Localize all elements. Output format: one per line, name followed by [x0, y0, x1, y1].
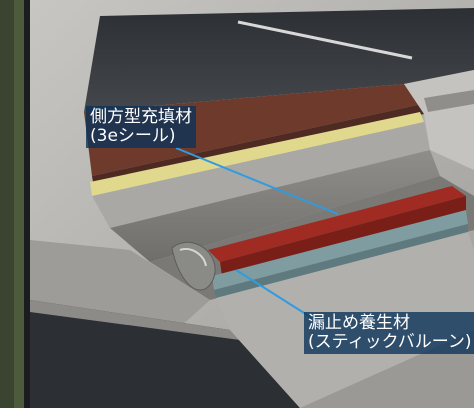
leader-line-side-filler [175, 147, 339, 215]
sealant-top [208, 186, 466, 262]
asphalt-deck [84, 8, 474, 112]
leader-line-leak-guard [235, 269, 313, 319]
stick-balloon [212, 210, 468, 290]
label-side-filler: 側方型充填材 (3eシール) [86, 106, 196, 148]
balloon-end [171, 241, 216, 291]
lower-asphalt [30, 300, 300, 408]
waterproof-band [90, 112, 424, 196]
sealant-front [220, 196, 466, 276]
label-side-filler-line2: (3eシール) [90, 126, 176, 146]
label-side-filler-line1: 側方型充填材 [90, 107, 192, 127]
label-leak-guard-line1: 漏止め養生材 [308, 313, 410, 333]
label-leak-guard-line2: (スティックバルーン) [308, 332, 472, 352]
label-leak-guard: 漏止め養生材 (スティックバルーン) [304, 312, 474, 354]
lane-marking [237, 20, 413, 60]
